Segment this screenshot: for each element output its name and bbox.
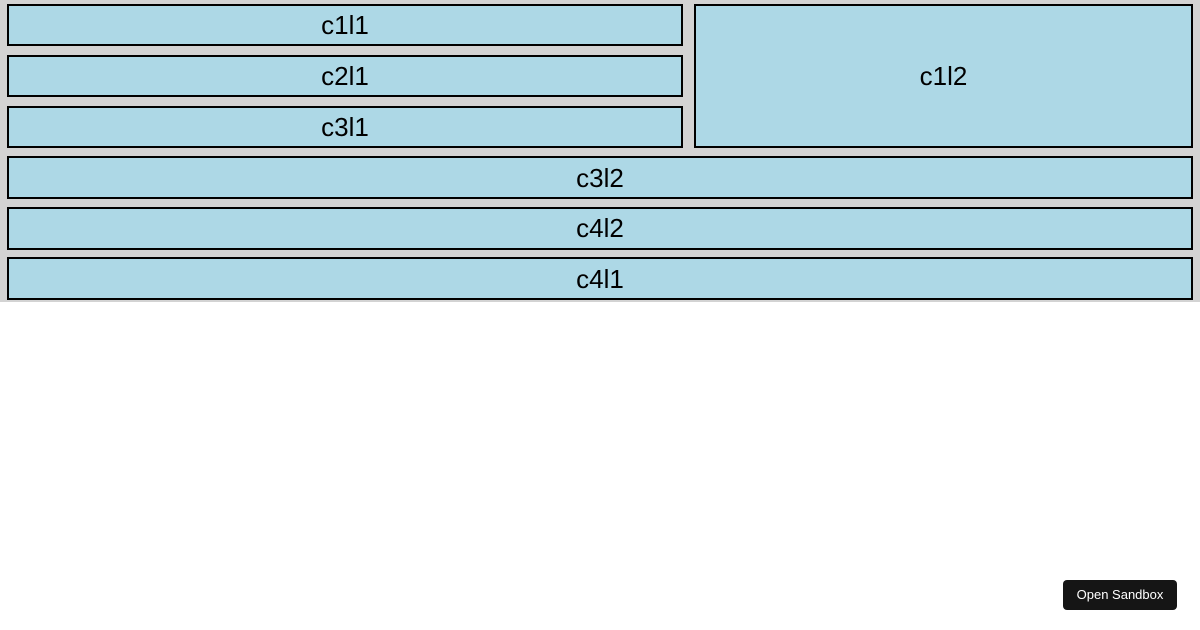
box-c3l2[interactable]: c3l2	[7, 156, 1193, 199]
box-label: c1l2	[919, 61, 968, 91]
box-c1l2[interactable]: c1l2	[694, 4, 1193, 148]
top-section: c1l1 c2l1 c3l1 c1l2	[7, 4, 1193, 148]
box-c3l1[interactable]: c3l1	[7, 106, 683, 148]
box-label: c3l1	[321, 112, 369, 142]
box-label: c2l1	[321, 61, 369, 91]
box-c1l1[interactable]: c1l1	[7, 4, 683, 46]
top-right-column: c1l2	[694, 4, 1193, 148]
top-left-column: c1l1 c2l1 c3l1	[7, 4, 683, 148]
box-c2l1[interactable]: c2l1	[7, 55, 683, 97]
box-c4l1[interactable]: c4l1	[7, 257, 1193, 300]
box-label: c3l2	[576, 162, 624, 193]
box-label: c4l2	[576, 213, 624, 243]
layout-container: c1l1 c2l1 c3l1 c1l2 c3l2 c4l2	[0, 0, 1200, 302]
bottom-section: c3l2 c4l2 c4l1	[7, 156, 1193, 300]
box-c4l2[interactable]: c4l2	[7, 206, 1193, 250]
box-label: c1l1	[321, 10, 369, 40]
open-sandbox-button[interactable]: Open Sandbox	[1063, 580, 1177, 610]
box-label: c4l1	[576, 263, 624, 294]
